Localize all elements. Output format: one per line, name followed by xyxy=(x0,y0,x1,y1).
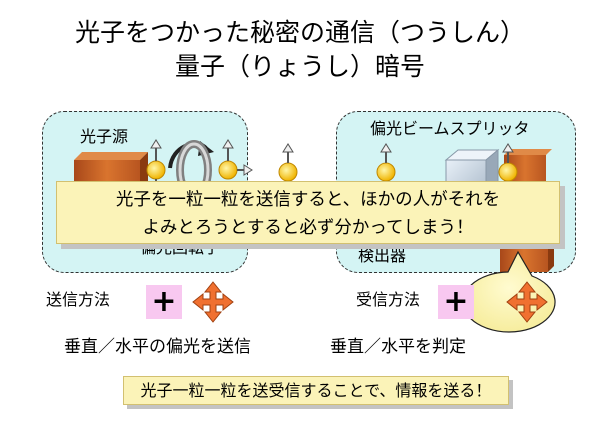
photon-icon xyxy=(376,143,396,182)
photon-source-label: 光子源 xyxy=(80,127,129,146)
summary-box: 光子一粒一粒を送受信することで、情報を送る！ xyxy=(123,376,509,405)
send-plus-badge: + xyxy=(146,285,182,319)
four-way-arrow-icon xyxy=(192,281,234,323)
receive-description: 垂直／水平を判定 xyxy=(330,337,466,357)
callout-line-2: よみとろうとすると必ず分かってしまう！ xyxy=(142,218,474,238)
photon-icon xyxy=(146,139,166,186)
callout-line-1: 光子を一粒一粒を送信すると、ほかの人がそれを xyxy=(115,190,501,210)
photon-icon xyxy=(278,143,298,182)
receive-method-label: 受信方法 xyxy=(356,290,421,309)
receive-plus-badge: + xyxy=(438,285,474,319)
title-line-2: 量子（りょうし）暗号 xyxy=(174,52,425,81)
beam-splitter-label: 偏光ビームスプリッタ xyxy=(370,119,530,138)
callout-box: 光子を一粒一粒を送信すると、ほかの人がそれを よみとろうとすると必ず分かってしま… xyxy=(56,181,560,244)
photon-icon xyxy=(218,139,253,180)
title-line-1: 光子をつかった秘密の通信（つうしん） xyxy=(74,18,525,47)
four-way-arrow-icon xyxy=(506,281,548,323)
send-description: 垂直／水平の偏光を送信 xyxy=(64,337,251,357)
send-method-label: 送信方法 xyxy=(46,290,111,309)
detector-label: 検出器 xyxy=(358,246,407,265)
